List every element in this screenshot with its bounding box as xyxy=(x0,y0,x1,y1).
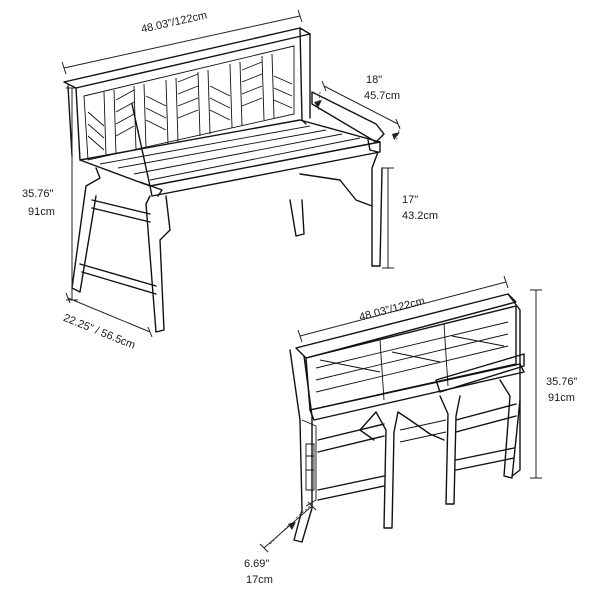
arm-depth-label-in: 18" xyxy=(366,74,383,86)
folded-height-label-in: 35.76” xyxy=(546,376,578,388)
folded-depth-label-cm: 17cm xyxy=(246,574,273,586)
open-bench-drawing xyxy=(63,27,385,333)
seat-height-label-in: 17" xyxy=(402,194,419,206)
folded-bench-dimensions xyxy=(259,275,542,553)
folded-height-label-cm: 91cm xyxy=(548,392,575,404)
dimension-arrows xyxy=(314,100,400,140)
folded-bench-drawing xyxy=(289,293,525,543)
seat-height-label-cm: 43.2cm xyxy=(402,210,439,222)
arm-depth-label-cm: 45.7cm xyxy=(364,90,401,102)
folded-depth-label-in: 6.69" xyxy=(244,558,270,570)
open-height-label-in: 35.76" xyxy=(22,188,54,200)
open-bench-dimensions xyxy=(61,9,401,338)
open-height-label-cm: 91cm xyxy=(28,206,55,218)
